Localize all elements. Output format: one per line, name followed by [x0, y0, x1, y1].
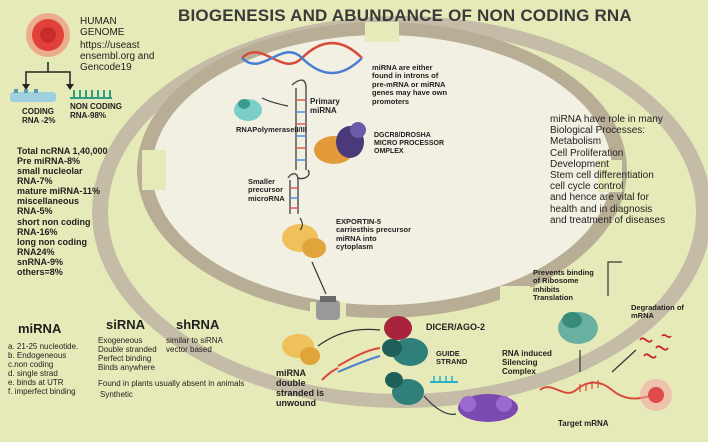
nuclear-pore-bottom-right: [500, 286, 530, 308]
ribosome-icon: [558, 312, 598, 344]
synthetic-label: Synthetic: [100, 390, 133, 399]
precursor-hairpin-icon: [287, 173, 299, 214]
intron-note: miRNA are either found in introns of pre…: [372, 63, 448, 106]
genome-icon: [26, 13, 70, 57]
process-arrows: [317, 261, 637, 415]
nuclear-pore-complex-icon: [316, 296, 340, 320]
sirna-properties: Exogeneous Double stranded Perfect bindi…: [98, 336, 157, 372]
shrna-properties: similar to siRNA vector based: [166, 336, 223, 354]
target-mrna-ticks: [579, 380, 599, 392]
mirna-roles-text: miRNA have role in many Biological Proce…: [550, 114, 666, 226]
nuclear-pore-left: [142, 150, 166, 190]
genome-label: HUMAN GENOME: [80, 16, 125, 39]
nuclear-pore-top: [365, 22, 399, 42]
unwound-label: miRNA double stranded is unwound: [276, 368, 325, 409]
page-title: BIOGENESIS AND ABUNDANCE OF NON CODING R…: [178, 6, 632, 25]
noncoding-rna-label: NON CODING RNA-98%: [70, 102, 122, 120]
nucleus: [152, 35, 612, 305]
guide-strand-label: GUIDE STRAND: [436, 349, 468, 367]
mirna-heading: miRNA: [18, 321, 62, 336]
risc-label: RNA induced Silencing Complex: [502, 349, 552, 376]
genome-source: https://useast ensembl.org and Gencode19: [80, 40, 155, 74]
cytoplasm-precursor-icon: [282, 334, 320, 365]
exportin-label: EXPORTIN-5 carriesthis precursor miRNA i…: [336, 217, 412, 252]
mirna-properties: a. 21-25 nucleotide. b. Endogeneous c.no…: [8, 342, 79, 396]
exportin-icon: [282, 224, 326, 258]
primary-mirna-hairpin-icon: [291, 79, 307, 170]
dgcr8-drosha-label: DGCR8/DROSHA MICRO PROCESSOR OMPLEX: [374, 132, 445, 155]
guide-strand-ticks: [433, 376, 453, 382]
ncrna-abundance-list: Total ncRNA 1,40,000 Pre miRNA-8% small …: [17, 146, 108, 277]
degradation-label: Degradation of mRNA: [631, 303, 684, 321]
target-glow-icon: [640, 379, 672, 411]
dicer-ago2-icon: [382, 316, 428, 366]
target-mrna-icon: [539, 381, 651, 400]
degraded-mrna-icon: [639, 333, 672, 359]
drosha-complex-icon: [314, 122, 366, 164]
polymerase-icon: [234, 99, 262, 121]
dna-helix-icon: [241, 41, 363, 75]
dicer-ago2-label: DICER/AGO-2: [426, 322, 486, 332]
coding-rna-icon: [10, 89, 56, 102]
polymerase-label: RNAPolymeraseII/III: [236, 125, 307, 134]
sirna-heading: siRNA: [106, 317, 146, 332]
noncoding-rna-icon: [70, 90, 112, 99]
plants-animals-note: Found in plants usually absent in animal…: [98, 379, 245, 388]
prevents-binding-label: Prevents binding of Ribosome inhibits Tr…: [533, 268, 594, 303]
shrna-heading: shRNA: [176, 317, 220, 332]
target-mrna-label: Target mRNA: [558, 419, 609, 428]
primary-mirna-label: Primary miRNA: [310, 97, 340, 115]
risc-icon: [458, 394, 518, 422]
pathway-arrows: [261, 97, 327, 295]
ago-complex-icon: [385, 372, 424, 405]
nuclear-pore-right: [598, 160, 622, 192]
smaller-precursor-label: Smaller precursor microRNA: [248, 177, 285, 203]
coding-rna-label: CODING RNA -2%: [22, 107, 56, 125]
mirna-duplex-icon: [321, 347, 381, 381]
split-arrows: [25, 62, 71, 84]
